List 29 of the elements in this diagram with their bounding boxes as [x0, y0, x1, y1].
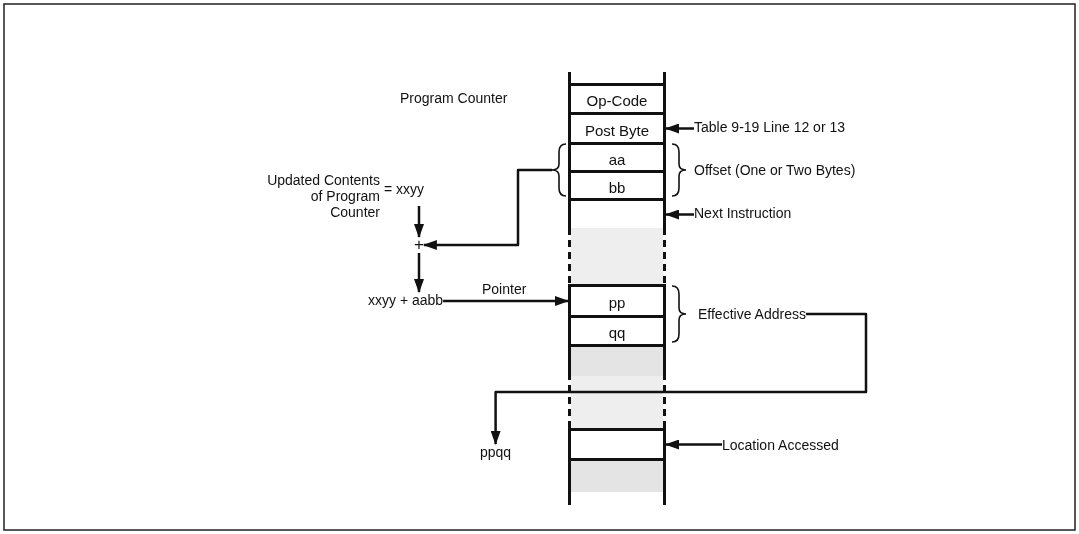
plus-sign: +	[414, 237, 424, 253]
arrow	[490, 312, 868, 445]
memory-cell: Post Byte	[568, 112, 666, 145]
edge-label: Pointer	[482, 281, 527, 297]
equation-text: = xxyy	[384, 181, 425, 197]
arrow	[414, 206, 424, 238]
memory-cell: pp	[568, 284, 666, 318]
arrow	[665, 123, 694, 134]
arrow	[665, 439, 722, 450]
shaded-memory-cell	[568, 458, 666, 492]
equation-text: xxyy + aabb	[368, 292, 444, 308]
arrow	[414, 253, 424, 293]
annotation-text: Next Instruction	[694, 205, 792, 221]
annotation-text: Table 9-19 Line 12 or 13	[694, 119, 845, 135]
annotation-text: Offset (One or Two Bytes)	[694, 162, 856, 178]
annotation-text: Effective Address	[698, 306, 806, 322]
brace	[551, 143, 567, 197]
arrow	[422, 168, 552, 250]
register-label: Program Counter	[400, 90, 508, 106]
memory-cell	[568, 198, 666, 231]
shaded-memory-cell	[568, 344, 666, 376]
memory-cell: Op-Code	[568, 83, 666, 115]
arrow	[443, 296, 569, 306]
annotation-text: Updated Contents of Program Counter	[266, 172, 380, 220]
memory-cell: aa	[568, 142, 666, 173]
memory-cell: bb	[568, 170, 666, 201]
annotation-text: Location Accessed	[722, 437, 839, 453]
address-text: ppqq	[480, 444, 512, 460]
arrow	[665, 209, 694, 220]
